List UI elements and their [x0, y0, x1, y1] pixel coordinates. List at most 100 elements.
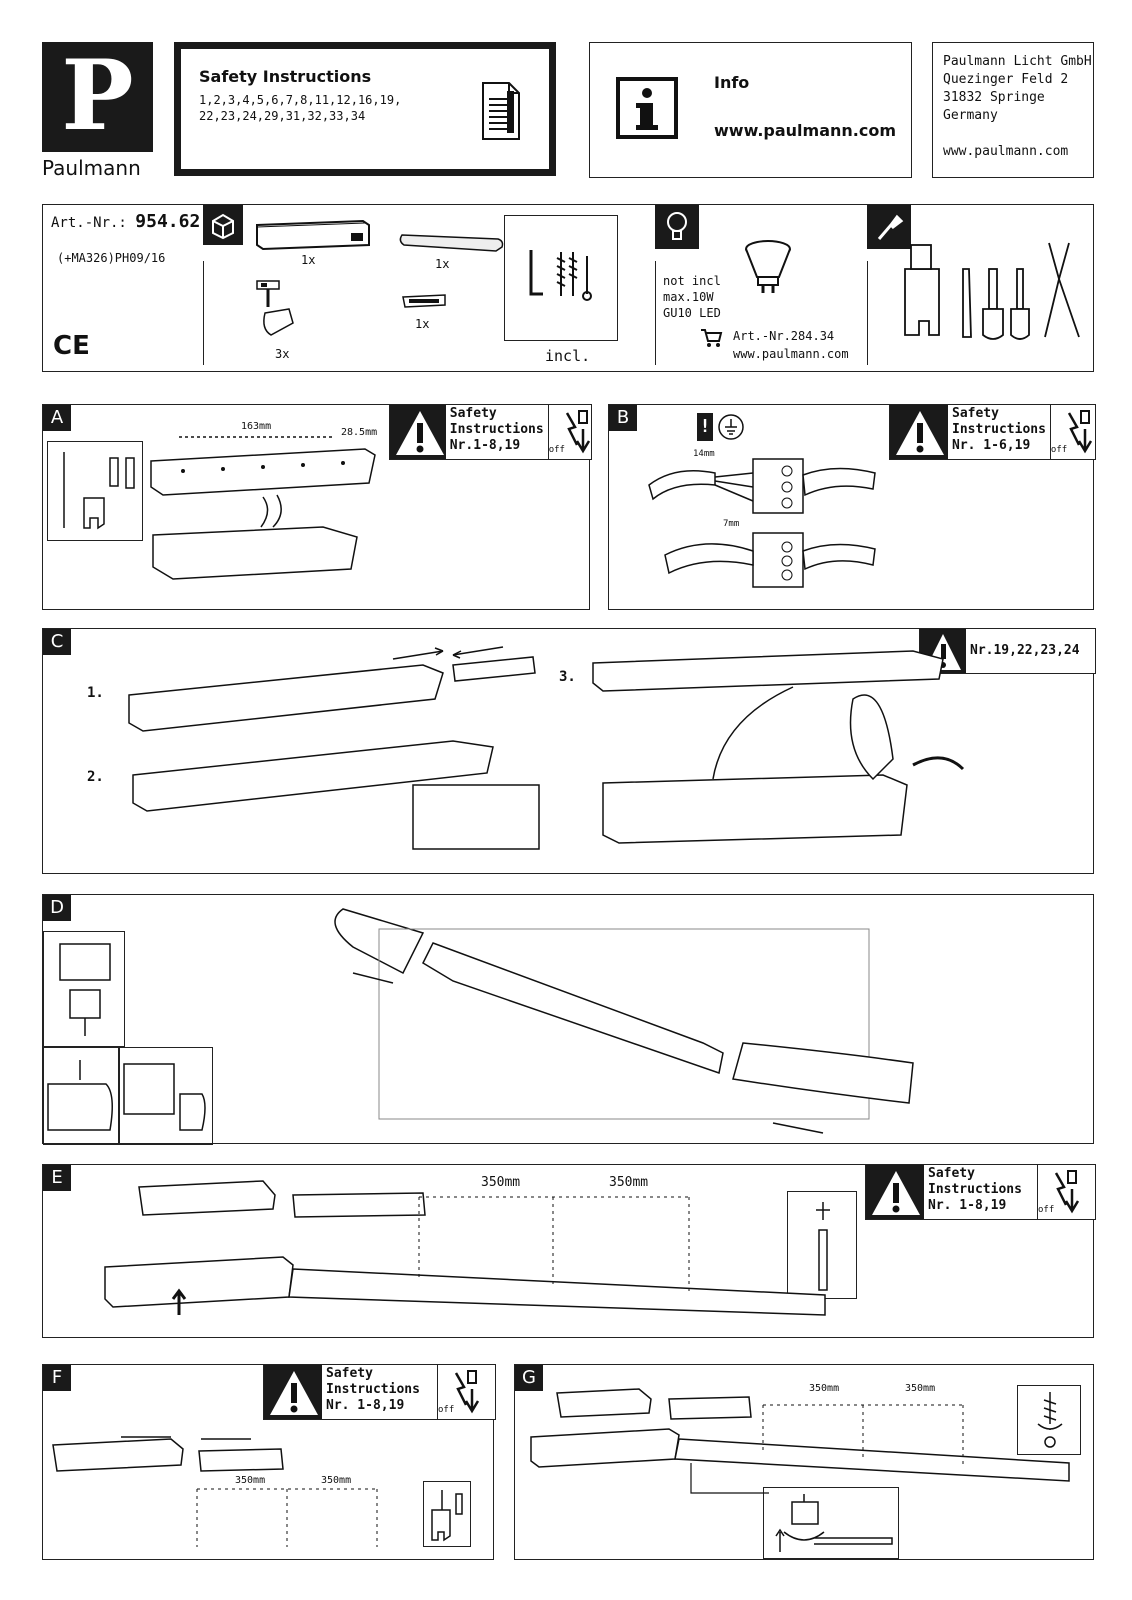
cart-icon [701, 329, 723, 347]
dimension-350-1: 350mm [235, 1475, 266, 1486]
section-g-anchor-inset [1017, 1385, 1081, 1455]
ce-mark: CE [53, 331, 90, 361]
gu10-lamp-drawing [745, 240, 791, 293]
tools-drawing [904, 242, 1080, 340]
section-g: G 350mm 350mm [514, 1364, 1094, 1560]
step-1: 1. [87, 685, 104, 701]
instructions-label: Instructions [928, 1182, 1022, 1197]
qty-spots: 3x [275, 347, 290, 361]
info-box: Info www.paulmann.com [589, 42, 912, 178]
lamp-type: GU10 LED [663, 306, 721, 320]
safety-label: Safety [326, 1366, 373, 1381]
spotlight-drawing [256, 280, 294, 336]
dimension-350-1: 350mm [809, 1383, 840, 1394]
connector-drawing [402, 294, 446, 308]
safety-label: Safety [928, 1166, 975, 1181]
section-f-label: F [43, 1365, 71, 1391]
dimension-28-5: 28.5mm [341, 427, 378, 438]
off-label: off [1038, 1205, 1055, 1215]
safety-numbers-1: 1,2,3,4,5,6,7,8,11,12,16,19, [199, 93, 402, 107]
safety-label: Safety [952, 406, 999, 421]
parts-row: Art.-Nr.: 954.62 (+MA326)PH09/16 CE 1x 1… [42, 204, 1094, 372]
section-c-label: C [43, 629, 71, 655]
section-c-drawing [128, 646, 965, 850]
qty-rail: 1x [435, 257, 450, 271]
driver-unit-drawing [256, 219, 370, 251]
drill-inset [47, 441, 143, 541]
warning-icon [890, 405, 948, 459]
lamp-url: www.paulmann.com [733, 347, 849, 361]
instructions-label: Instructions [449, 422, 544, 437]
rail-drawing [399, 234, 504, 252]
qty-connector: 1x [415, 317, 430, 331]
step-3: 3. [559, 669, 576, 685]
ground-icon [718, 414, 744, 440]
safety-numbers: Nr. 1-8,19 [326, 1398, 405, 1413]
power-off-icon [1067, 410, 1092, 454]
safety-numbers-2: 22,23,24,29,31,32,33,34 [199, 109, 366, 123]
power-off-icon [565, 410, 590, 454]
info-icon [616, 77, 678, 139]
instructions-label: Instructions [952, 422, 1046, 437]
art-number: 954.62 [135, 211, 201, 232]
off-label: off [1050, 445, 1068, 455]
power-off-icon [454, 1370, 480, 1414]
safety-numbers: Nr. 1-6,19 [952, 438, 1031, 453]
dimension-14: 14mm [693, 449, 715, 459]
section-b-label: B [609, 405, 637, 431]
off-label: off [438, 1405, 455, 1415]
section-d-inset-3 [119, 1047, 213, 1145]
art-code: (+MA326)PH09/16 [57, 251, 166, 265]
step-2: 2. [87, 769, 104, 785]
warning-icon [390, 405, 446, 459]
safety-numbers: Nr. 1-8,19 [928, 1198, 1007, 1213]
dimension-350-2: 350mm [905, 1383, 936, 1394]
info-title: Info [714, 73, 750, 92]
tools-icon [867, 205, 911, 249]
screws-icon [529, 250, 592, 301]
section-f-drawing [52, 1436, 378, 1547]
address-line4: Germany [943, 108, 998, 123]
instructions-label: Instructions [326, 1382, 420, 1397]
lamp-art: Art.-Nr.284.34 [733, 329, 835, 343]
section-d: D [42, 894, 1094, 1145]
brand-name: Paulmann [42, 156, 141, 180]
safety-numbers: Nr.19,22,23,24 [970, 643, 1080, 658]
dimension-7: 7mm [723, 519, 740, 529]
dimension-163: 163mm [241, 421, 272, 432]
safety-title: Safety Instructions [199, 67, 372, 86]
section-f-drill-inset [423, 1481, 471, 1547]
address-web: www.paulmann.com [943, 144, 1069, 159]
off-label: off [548, 445, 565, 455]
section-d-label: D [43, 895, 71, 921]
dimension-350-2: 350mm [609, 1175, 649, 1190]
section-c-safety-box: Nr.19,22,23,24 [919, 628, 1096, 674]
dimension-350-1: 350mm [481, 1175, 521, 1190]
caution-icon: ! [697, 413, 713, 441]
section-b-wiring-drawing [648, 458, 876, 588]
included-hardware-box [504, 215, 618, 341]
address-line3: 31832 Springe [943, 90, 1045, 105]
dimension-350-2: 350mm [321, 1475, 352, 1486]
power-off-icon [1054, 1170, 1080, 1214]
warning-icon [264, 1365, 322, 1419]
lamp-max: max.10W [663, 290, 714, 304]
info-url: www.paulmann.com [714, 121, 896, 140]
safety-label: Safety [449, 406, 497, 421]
art-label: Art.-Nr.: [51, 215, 127, 231]
section-d-inset-2 [43, 1047, 119, 1145]
section-a-label: A [43, 405, 71, 431]
section-g-screw-inset [763, 1487, 899, 1559]
section-d-inset-1 [43, 931, 125, 1047]
section-a-drawing [150, 436, 376, 580]
section-d-drawing [334, 908, 914, 1134]
incl-label: incl. [545, 347, 591, 365]
section-g-drawing [530, 1388, 1070, 1494]
